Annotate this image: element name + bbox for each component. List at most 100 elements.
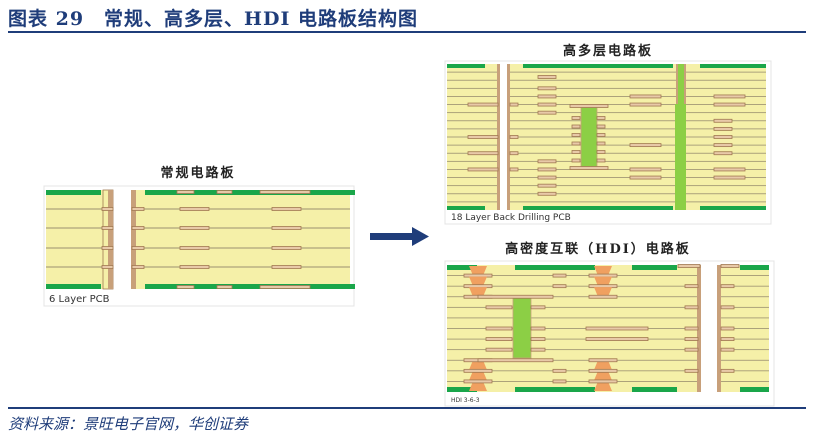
multilayer-pcb-diagram	[447, 64, 766, 210]
copper-pad	[684, 284, 699, 289]
title-divider	[8, 31, 806, 33]
copper-pad	[176, 190, 195, 194]
hdi-pcb-title: 高密度互联（HDI）电路板	[505, 241, 691, 257]
copper-pad	[101, 246, 114, 250]
regular-pcb-label: 6 Layer PCB	[49, 294, 110, 305]
solder-mask	[740, 387, 769, 392]
copper-pad	[467, 167, 499, 172]
copper-pad	[713, 118, 733, 123]
solder-mask	[632, 265, 677, 270]
microvia	[594, 370, 612, 381]
copper-pad	[596, 124, 606, 129]
plated-via-wall	[131, 190, 136, 289]
copper-pad	[713, 143, 733, 148]
copper-pad	[131, 207, 145, 211]
copper-layer-line	[717, 296, 769, 298]
copper-layer-line	[447, 79, 500, 81]
copper-layer-line	[131, 208, 350, 210]
copper-layer-line	[507, 87, 766, 89]
copper-layer-line	[507, 120, 766, 122]
copper-pad	[477, 294, 554, 299]
solder-mask	[632, 387, 677, 392]
copper-pad	[131, 226, 145, 230]
copper-pad	[179, 265, 210, 269]
copper-pad	[713, 94, 746, 99]
solder-mask	[523, 206, 673, 210]
copper-layer-line	[507, 152, 766, 154]
via-wall	[717, 265, 721, 392]
copper-layer-line	[447, 296, 700, 298]
copper-layer-line	[507, 136, 766, 138]
copper-pad	[596, 133, 606, 137]
hdi-pcb-diagram	[447, 264, 769, 392]
arrow-icon	[370, 227, 429, 246]
copper-pad	[179, 246, 210, 250]
copper-layer-line	[507, 185, 766, 187]
buried-via	[580, 105, 598, 169]
solder-mask	[145, 284, 355, 289]
copper-pad	[552, 273, 567, 278]
copper-pad	[629, 167, 662, 172]
copper-pad	[585, 337, 649, 341]
copper-layer-line	[46, 247, 113, 249]
copper-layer-line	[447, 275, 700, 276]
copper-layer-line	[717, 359, 769, 361]
source-note: 资料来源：景旺电子官网，华创证券	[8, 415, 249, 433]
copper-pad	[720, 368, 735, 373]
copper-pad	[552, 284, 567, 289]
solder-mask	[740, 265, 769, 270]
copper-pad	[720, 305, 735, 310]
regular-pcb-diagram	[46, 189, 355, 290]
copper-pad	[684, 368, 699, 373]
solder-mask	[46, 284, 101, 289]
copper-pad	[216, 285, 233, 289]
copper-pad	[537, 75, 557, 79]
solder-mask	[46, 190, 101, 195]
copper-pad	[530, 337, 546, 341]
microvia	[469, 360, 487, 370]
copper-pad	[569, 166, 609, 170]
copper-pad	[629, 175, 662, 180]
dielectric-layer	[46, 190, 113, 289]
copper-layer-line	[447, 285, 700, 287]
copper-pad	[713, 167, 746, 172]
copper-pad	[179, 226, 210, 230]
copper-pad	[537, 191, 557, 196]
copper-pad	[485, 347, 513, 352]
copper-layer-line	[447, 87, 500, 89]
copper-pad	[101, 207, 114, 211]
copper-pad	[569, 104, 609, 108]
copper-pad	[485, 337, 513, 341]
copper-layer-line	[447, 96, 500, 97]
copper-pad	[101, 265, 114, 269]
copper-pad	[537, 110, 557, 115]
copper-pad	[463, 379, 493, 384]
microvia	[469, 370, 487, 381]
copper-layer-line	[717, 317, 769, 319]
copper-pad	[552, 368, 567, 373]
copper-pad	[585, 326, 649, 331]
copper-layer-line	[507, 201, 766, 203]
copper-pad	[101, 226, 114, 230]
copper-pad	[720, 337, 735, 341]
copper-layer-line	[447, 381, 700, 382]
copper-pad	[530, 326, 546, 331]
copper-pad	[485, 326, 513, 331]
copper-pad	[467, 135, 499, 139]
copper-pad	[467, 102, 499, 107]
plated-via-wall	[108, 190, 113, 289]
copper-pad	[713, 151, 733, 156]
copper-pad	[571, 158, 581, 163]
via-wall	[676, 64, 678, 104]
copper-pad	[596, 141, 606, 146]
copper-pad	[537, 94, 557, 99]
microvia	[469, 381, 487, 391]
copper-layer-line	[447, 349, 700, 351]
back-drilled-via	[678, 64, 684, 104]
copper-pad	[588, 379, 618, 384]
copper-layer-line	[717, 275, 769, 276]
copper-layer-line	[717, 338, 769, 340]
copper-layer-line	[131, 247, 350, 249]
